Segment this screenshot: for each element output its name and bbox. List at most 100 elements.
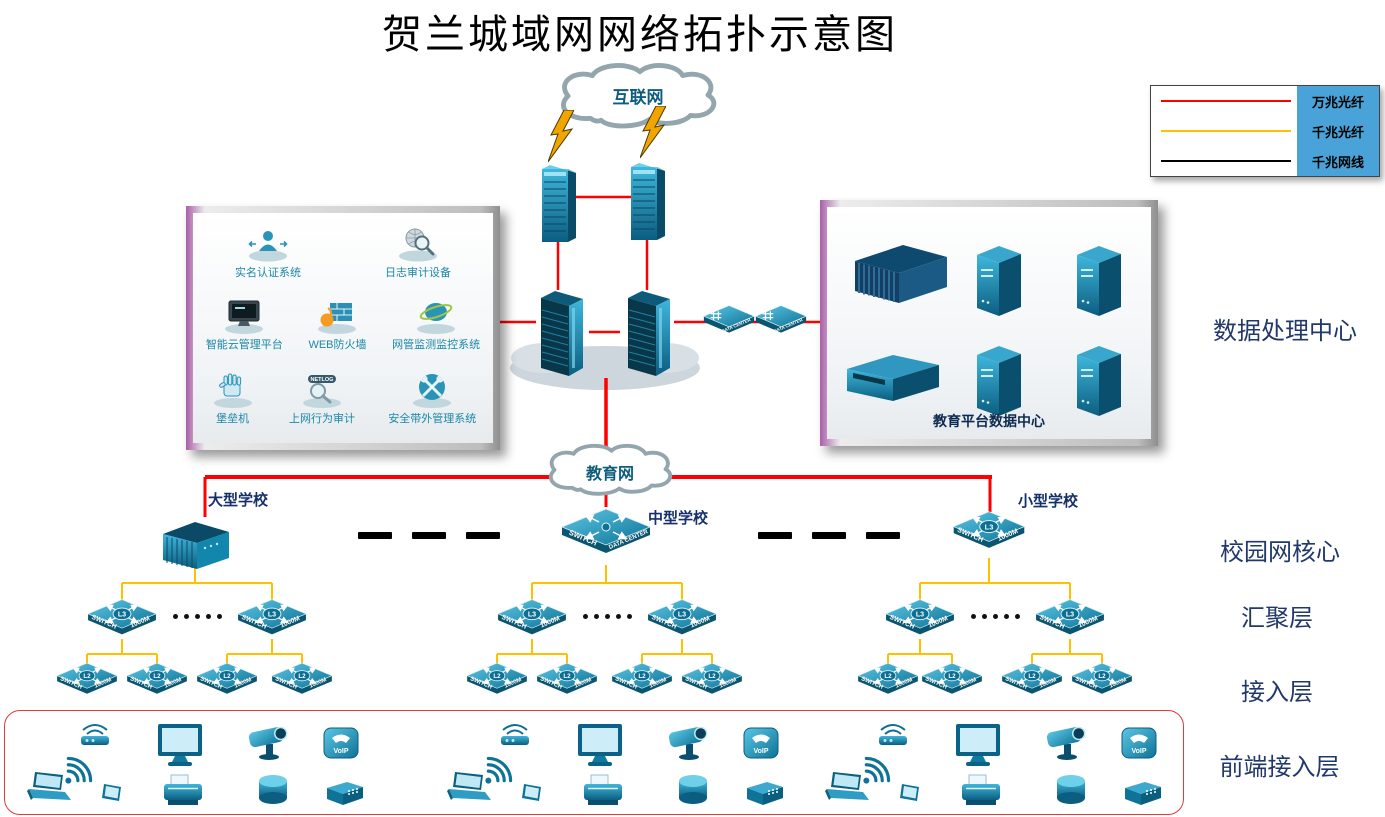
- log-audit-icon: [397, 227, 439, 263]
- small-school-core-switch-icon: [950, 508, 1028, 560]
- legend-label: 万兆光纤: [1297, 86, 1379, 116]
- layer-label-frontend: 前端接入层: [1219, 755, 1340, 781]
- storage-icon: [847, 355, 939, 401]
- datacenter-switch-icon: [703, 304, 755, 335]
- rack-switch-icon: [854, 244, 948, 304]
- voip-phone-icon: [323, 727, 359, 759]
- layer-label-datacenter: 数据处理中心: [1213, 319, 1357, 345]
- legend-row: 千兆网线: [1151, 146, 1379, 176]
- legend-label: 千兆网线: [1297, 146, 1379, 176]
- page-title: 贺兰城域网网络拓扑示意图: [382, 12, 898, 57]
- identity-auth-icon: [248, 230, 288, 263]
- l3-switch-icon: [1032, 596, 1108, 646]
- management-panel-body: 实名认证系统 日志审计设备 智能云管理平台 WEB防火墙 网管监测监控系统: [193, 213, 493, 443]
- frontend-access-strip: [4, 710, 1184, 815]
- datacenter-panel-body: 教育平台数据中心: [827, 207, 1151, 439]
- mgmt-item-identity-auth: 实名认证系统: [218, 225, 318, 280]
- l3-switch-icon: [494, 596, 570, 646]
- desktop-monitor-icon: [578, 724, 622, 766]
- legend-row: 千兆光纤: [1151, 116, 1379, 146]
- l2-switch-icon: [534, 660, 600, 704]
- l2-switch-icon: [194, 660, 260, 704]
- datacenter-switch-icon: [755, 304, 807, 335]
- smartphone-icon: [102, 784, 121, 801]
- core-server-icon: [540, 290, 584, 377]
- behavior-audit-icon: [301, 373, 343, 409]
- continuation-dashes-icon: [748, 532, 910, 539]
- datacenter-panel: 教育平台数据中心: [820, 200, 1158, 446]
- network-monitoring-icon: [416, 301, 457, 335]
- l2-switch-icon: [464, 660, 530, 704]
- firewall-device-icon: [541, 164, 577, 243]
- 1g-fiber-line-sample: [1161, 130, 1291, 132]
- l2-switch-icon: [54, 660, 120, 704]
- mgmt-item-behavior-audit: 上网行为审计: [289, 371, 355, 426]
- ptz-camera-icon: [667, 724, 710, 761]
- l2-switch-icon: [679, 660, 745, 704]
- l2-switch-icon: [919, 660, 985, 704]
- legend-label: 千兆光纤: [1297, 116, 1379, 146]
- card-reader-icon: [327, 782, 363, 805]
- smartphone-icon: [522, 784, 541, 801]
- server-icon: [1077, 246, 1121, 316]
- dome-camera-icon: [1057, 775, 1085, 804]
- mgmt-item-log-audit: 日志审计设备: [368, 225, 468, 280]
- lightning-icon: [548, 110, 574, 163]
- l3-switch-icon: [234, 596, 310, 646]
- bastion-host-icon: [213, 373, 253, 409]
- management-panel: 实名认证系统 日志审计设备 智能云管理平台 WEB防火墙 网管监测监控系统: [186, 206, 500, 450]
- server-icon: [1077, 346, 1121, 416]
- mgmt-item-label: 上网行为审计: [288, 413, 355, 425]
- mgmt-item-out-of-band: 安全带外管理系统: [388, 371, 476, 426]
- cloud-management-icon: [224, 300, 264, 335]
- voip-phone-icon: [743, 727, 779, 759]
- out-of-band-management-icon: [411, 372, 453, 409]
- laptop-icon: [825, 772, 869, 800]
- mgmt-item-label: WEB防火墙: [308, 339, 367, 351]
- web-firewall-icon: [317, 302, 358, 335]
- school-label-small: 小型学校: [1018, 493, 1079, 510]
- wireless-ap-icon: [500, 724, 530, 746]
- ellipsis-dots-icon: [580, 614, 635, 619]
- l3-switch-icon: [644, 596, 720, 646]
- voip-phone-icon: [1121, 727, 1157, 759]
- card-reader-icon: [747, 782, 783, 805]
- mgmt-item-label: 网管监测监控系统: [392, 339, 481, 351]
- server-icon: [977, 346, 1021, 416]
- l3-switch-icon: [882, 596, 958, 646]
- firewall-device-icon: [630, 162, 666, 241]
- card-reader-icon: [1125, 782, 1161, 805]
- desktop-monitor-icon: [956, 724, 1000, 766]
- school-label-large: 大型学校: [208, 492, 269, 509]
- 1g-cable-line-sample: [1161, 159, 1291, 163]
- ellipsis-dots-icon: [170, 614, 225, 619]
- printer-icon: [583, 774, 623, 806]
- frontend-device-group: [818, 712, 1188, 812]
- wireless-ap-icon: [80, 724, 110, 746]
- l2-switch-icon: [855, 660, 921, 704]
- l3-switch-icon: [84, 596, 160, 646]
- legend-row: 万兆光纤: [1151, 86, 1379, 116]
- mgmt-item-label: 智能云管理平台: [205, 339, 283, 351]
- dome-camera-icon: [679, 775, 707, 804]
- medium-school-core-switch-icon: [558, 504, 654, 568]
- laptop-icon: [27, 772, 71, 800]
- lightning-icon: [640, 106, 666, 159]
- education-cloud-label: 教育网: [585, 466, 634, 483]
- mgmt-item-label: 安全带外管理系统: [388, 413, 477, 425]
- l2-switch-icon: [124, 660, 190, 704]
- mgmt-item-network-monitoring: 网管监测监控系统: [392, 297, 480, 352]
- ptz-camera-icon: [1045, 724, 1088, 761]
- datacenter-panel-label: 教育平台数据中心: [933, 413, 1045, 429]
- 1g-fiber-lines: [86, 558, 1103, 665]
- core-server-icon: [627, 290, 671, 377]
- continuation-dashes-icon: [348, 532, 510, 539]
- ellipsis-dots-icon: [968, 614, 1023, 619]
- l2-switch-icon: [269, 660, 335, 704]
- education-network-cloud: 教育网: [534, 443, 686, 497]
- printer-icon: [961, 774, 1001, 806]
- large-school-core-icon: [162, 521, 230, 570]
- l2-switch-icon: [999, 660, 1065, 704]
- server-icon: [977, 246, 1021, 316]
